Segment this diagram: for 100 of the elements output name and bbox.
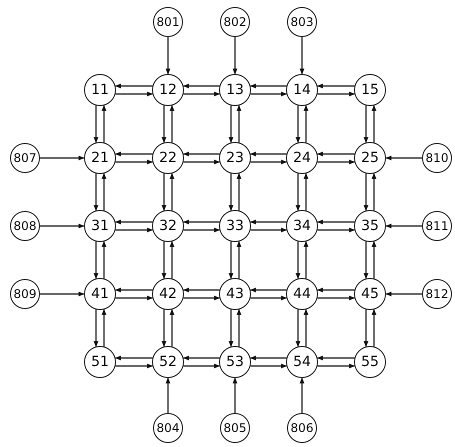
arrow (250, 296, 288, 300)
node-circle (84, 278, 116, 310)
node-label: 31 (91, 218, 109, 234)
node-circle (10, 143, 40, 173)
node-label: 804 (156, 421, 180, 435)
arrow (318, 228, 356, 232)
arrow (102, 240, 106, 278)
node-label: 807 (14, 151, 36, 165)
arrow (250, 92, 288, 96)
arrow (385, 156, 422, 160)
node-circle (286, 210, 318, 242)
arrow (250, 152, 286, 156)
node-label: 22 (159, 150, 177, 166)
arrow (300, 377, 304, 413)
node-circle (153, 7, 183, 37)
arrow (385, 224, 422, 228)
arrow (228, 174, 234, 212)
arrow (364, 174, 368, 212)
node-label: 23 (226, 150, 244, 166)
arrow (40, 224, 85, 228)
node-circle (220, 7, 250, 37)
arrow (166, 377, 170, 413)
arrow (162, 174, 166, 212)
arrow (162, 106, 166, 144)
arrow (102, 308, 106, 346)
arrow (116, 160, 154, 164)
arrow (250, 220, 286, 224)
arrow (114, 84, 152, 88)
arrow (364, 310, 368, 348)
arrow (116, 364, 154, 368)
node-label: 33 (226, 218, 244, 234)
node-label: 34 (293, 218, 311, 234)
arrow (228, 310, 234, 348)
node-label: 44 (293, 286, 311, 302)
arrow (372, 172, 376, 210)
node-circle (84, 210, 116, 242)
node-label: 21 (91, 150, 109, 166)
arrow (236, 172, 242, 210)
node-label: 12 (159, 82, 177, 98)
arrow (318, 364, 356, 368)
arrow (236, 104, 242, 142)
node-label: 55 (361, 354, 379, 370)
arrow (114, 356, 152, 360)
arrow (170, 240, 174, 278)
arrow (170, 308, 174, 346)
node-circle (219, 346, 251, 378)
arrow (232, 37, 238, 75)
node-circle (219, 74, 251, 106)
arrow (316, 220, 354, 224)
arrow (228, 106, 234, 144)
node-circle (219, 278, 251, 310)
node-label: 51 (91, 354, 109, 370)
node-label: 32 (159, 218, 177, 234)
node-circle (152, 74, 184, 106)
node-label: 52 (159, 354, 177, 370)
arrow (385, 292, 422, 296)
node-circle (219, 210, 251, 242)
arrow (318, 296, 356, 300)
arrow (184, 160, 220, 164)
node-circle (422, 143, 452, 173)
node-label: 53 (226, 354, 244, 370)
node-circle (354, 346, 386, 378)
node-circle (153, 413, 183, 443)
node-label: 806 (290, 421, 314, 435)
arrow (94, 310, 98, 348)
node-circle (220, 413, 250, 443)
node-circle (152, 142, 184, 174)
arrow (316, 152, 354, 156)
node-circle (354, 142, 386, 174)
arrow (304, 172, 308, 210)
arrow (114, 288, 152, 292)
arrow (94, 106, 98, 144)
arrow (162, 310, 166, 348)
arrow (250, 228, 288, 232)
node-label: 811 (426, 219, 448, 233)
node-circle (152, 278, 184, 310)
arrow (250, 356, 286, 360)
node-label: 41 (91, 286, 109, 302)
node-circle (152, 346, 184, 378)
arrow (236, 308, 242, 346)
arrow (372, 104, 376, 142)
arrow (296, 174, 300, 212)
node-circle (287, 413, 317, 443)
arrow (318, 160, 356, 164)
arrow (94, 242, 98, 280)
arrow (304, 308, 308, 346)
node-label: 805 (224, 421, 246, 435)
arrow (170, 172, 174, 210)
arrow (116, 228, 154, 232)
arrow (116, 296, 154, 300)
arrow (296, 310, 300, 348)
arrow (316, 84, 354, 88)
arrow (304, 240, 308, 278)
node-label: 808 (14, 219, 36, 233)
arrow (182, 356, 220, 360)
node-circle (286, 142, 318, 174)
arrow (250, 84, 286, 88)
arrow (184, 364, 220, 368)
node-label: 54 (293, 354, 311, 370)
arrow (182, 152, 220, 156)
